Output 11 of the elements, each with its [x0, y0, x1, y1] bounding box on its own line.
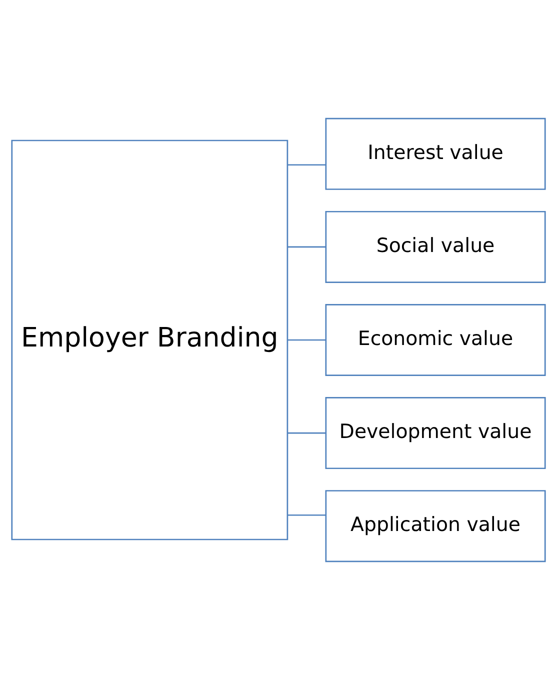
connector [288, 246, 326, 248]
connector [288, 432, 326, 434]
node-box: Employer Branding [11, 140, 288, 540]
connector [288, 339, 326, 341]
node-box: Economic value [325, 304, 546, 376]
connector [288, 164, 326, 166]
node-box: Development value [325, 397, 546, 470]
node-box: Application value [325, 490, 546, 562]
node-box: Interest value [325, 118, 546, 190]
node-box: Social value [325, 210, 546, 283]
connector [288, 514, 326, 516]
